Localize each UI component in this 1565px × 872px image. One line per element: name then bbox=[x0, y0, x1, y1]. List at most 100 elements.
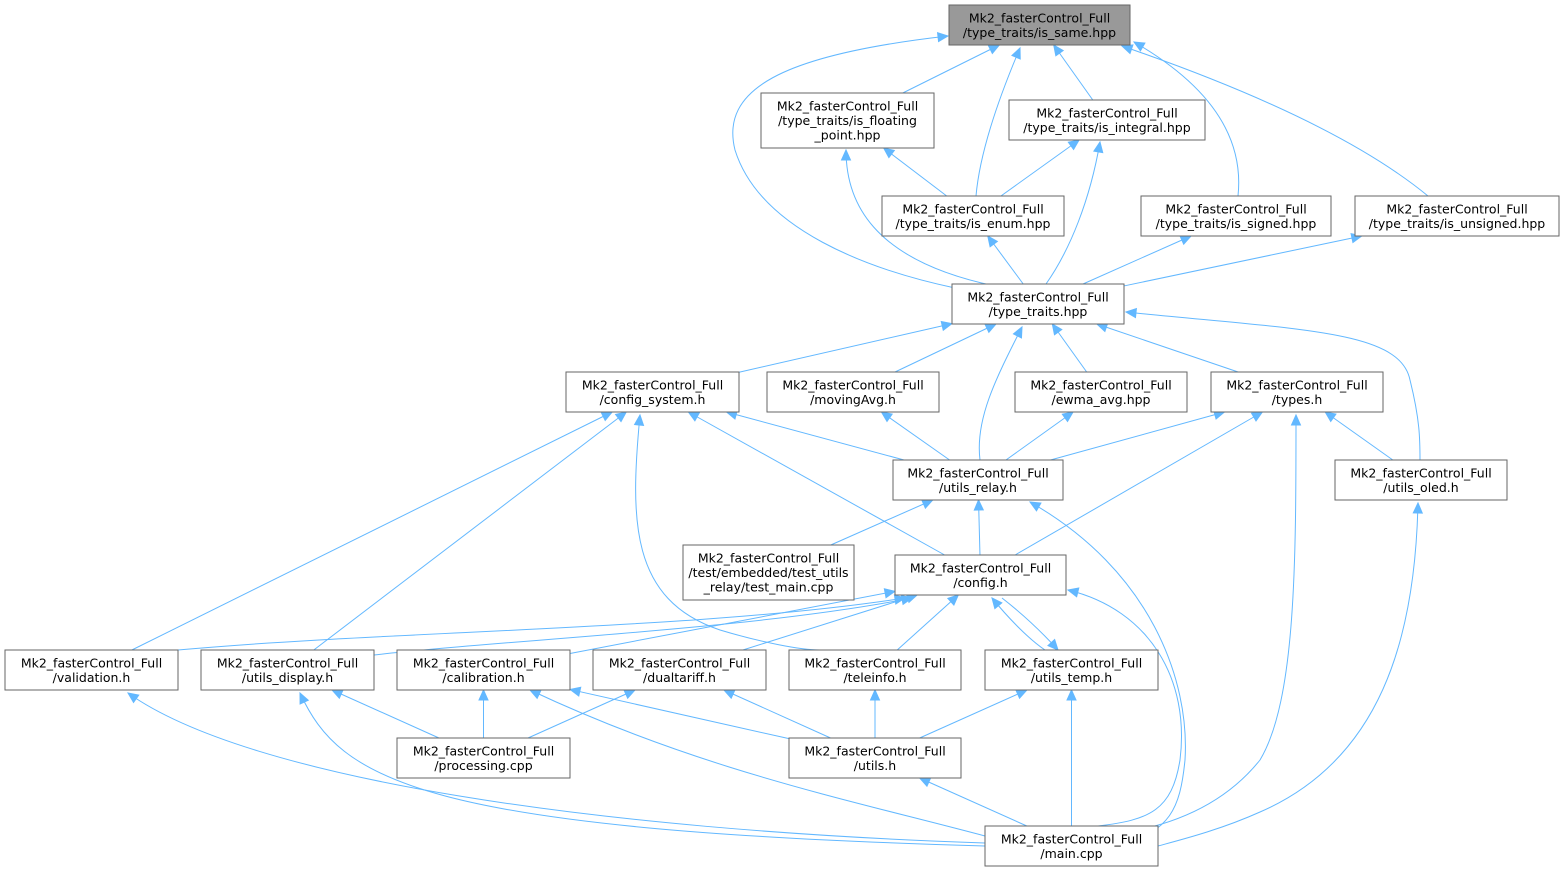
node-box bbox=[984, 825, 1159, 867]
node-utils[interactable]: Mk2_fasterControl_Full/utils.h bbox=[788, 737, 962, 779]
node-label-line: Mk2_fasterControl_Full bbox=[969, 10, 1110, 25]
node-label-line: /type_traits/is_same.hpp bbox=[963, 25, 1116, 40]
node-box bbox=[788, 737, 962, 779]
node-is-integral[interactable]: Mk2_fasterControl_Full/type_traits/is_in… bbox=[1008, 99, 1206, 141]
node-dualtariff[interactable]: Mk2_fasterControl_Full/dualtariff.h bbox=[592, 649, 767, 691]
edges-layer bbox=[127, 31, 1429, 847]
node-types[interactable]: Mk2_fasterControl_Full/types.h bbox=[1210, 371, 1384, 413]
node-label-line: Mk2_fasterControl_Full bbox=[967, 289, 1108, 304]
edge-type_traits-includes-is_enum bbox=[987, 235, 1024, 285]
node-label-line: /utils_relay.h bbox=[939, 480, 1017, 495]
node-label-line: /type_traits/is_signed.hpp bbox=[1156, 216, 1317, 231]
node-is-enum[interactable]: Mk2_fasterControl_Full/type_traits/is_en… bbox=[881, 195, 1065, 237]
node-box bbox=[788, 649, 962, 691]
edge-utils_relay-includes-movingAvg bbox=[880, 411, 950, 461]
node-label-line: Mk2_fasterControl_Full bbox=[1386, 201, 1527, 216]
node-label-line: Mk2_fasterControl_Full bbox=[217, 655, 358, 670]
node-label-line: Mk2_fasterControl_Full bbox=[1226, 377, 1367, 392]
edge-is_enum-includes-is_integral bbox=[1000, 139, 1081, 197]
node-label-line: /type_traits/is_enum.hpp bbox=[896, 216, 1051, 231]
node-config-system[interactable]: Mk2_fasterControl_Full/config_system.h bbox=[565, 371, 740, 413]
edge-utils-includes-utils_temp bbox=[919, 689, 1028, 739]
node-movingAvg[interactable]: Mk2_fasterControl_Full/movingAvg.h bbox=[766, 371, 940, 413]
node-box bbox=[948, 4, 1131, 46]
edge-validation-includes-config_system bbox=[131, 411, 614, 651]
edge-type_traits-includes-is_unsigned bbox=[1123, 232, 1363, 287]
edge-utils_display-includes-config bbox=[373, 594, 914, 656]
node-label-line: _relay/test_main.cpp bbox=[703, 580, 834, 595]
edge-config-includes-utils_temp bbox=[1001, 597, 1059, 651]
node-label-line: /test/embedded/test_utils bbox=[688, 565, 848, 580]
node-label-line: Mk2_fasterControl_Full bbox=[804, 655, 945, 670]
edge-processing-includes-calibration bbox=[478, 688, 489, 738]
nodes-layer: Mk2_fasterControl_Full/type_traits/is_sa… bbox=[4, 4, 1560, 867]
edge-utils_relay-includes-type_traits bbox=[978, 325, 1023, 461]
node-box bbox=[396, 737, 571, 779]
edge-utils_temp-includes-config bbox=[991, 597, 1046, 651]
node-is-floating-point[interactable]: Mk2_fasterControl_Full/type_traits/is_fl… bbox=[760, 92, 935, 149]
node-label-line: /type_traits/is_floating bbox=[778, 113, 917, 128]
edge-main-includes-utils_relay bbox=[1028, 501, 1186, 847]
edge-main-includes-validation bbox=[127, 692, 986, 844]
node-box bbox=[682, 544, 855, 601]
edge-type_traits-includes-is_integral bbox=[1045, 140, 1104, 285]
node-utils-relay[interactable]: Mk2_fasterControl_Full/utils_relay.h bbox=[892, 459, 1064, 501]
edge-teleinfo-includes-config bbox=[896, 594, 960, 651]
node-label-line: /utils_display.h bbox=[242, 670, 333, 685]
node-box bbox=[766, 371, 940, 413]
edge-validation-includes-config bbox=[177, 594, 907, 651]
node-utils-temp[interactable]: Mk2_fasterControl_Full/utils_temp.h bbox=[984, 649, 1159, 691]
node-label-line: /processing.cpp bbox=[434, 758, 532, 773]
edge-is_integral-includes-is_same bbox=[1053, 44, 1094, 101]
edge-utils_oled-includes-type_traits bbox=[1124, 307, 1421, 461]
node-main[interactable]: Mk2_fasterControl_Full/main.cpp bbox=[984, 825, 1159, 867]
node-box bbox=[951, 283, 1125, 325]
edge-processing-includes-dualtariff bbox=[527, 689, 637, 739]
node-label-line: Mk2_fasterControl_Full bbox=[413, 743, 554, 758]
node-box bbox=[1014, 371, 1188, 413]
node-box bbox=[592, 649, 767, 691]
edge-is_enum-includes-is_same bbox=[975, 46, 1021, 197]
node-teleinfo[interactable]: Mk2_fasterControl_Full/teleinfo.h bbox=[788, 649, 962, 691]
node-box bbox=[565, 371, 740, 413]
edge-main-includes-config bbox=[1066, 587, 1182, 827]
edge-ewma_avg-includes-type_traits bbox=[1051, 323, 1088, 373]
node-label-line: /types.h bbox=[1272, 392, 1323, 407]
node-label-line: Mk2_fasterControl_Full bbox=[609, 655, 750, 670]
node-config[interactable]: Mk2_fasterControl_Full/config.h bbox=[894, 554, 1067, 596]
node-box bbox=[1334, 459, 1508, 501]
edge-main-includes-utils_oled bbox=[1157, 501, 1424, 847]
edge-teleinfo-includes-config_system bbox=[633, 413, 821, 651]
node-box bbox=[1008, 99, 1206, 141]
edge-utils-includes-dualtariff bbox=[722, 689, 831, 739]
node-validation[interactable]: Mk2_fasterControl_Full/validation.h bbox=[4, 649, 179, 691]
node-processing[interactable]: Mk2_fasterControl_Full/processing.cpp bbox=[396, 737, 571, 779]
node-label-line: /type_traits/is_integral.hpp bbox=[1023, 120, 1190, 135]
edge-processing-includes-utils_display bbox=[330, 689, 440, 739]
node-calibration[interactable]: Mk2_fasterControl_Full/calibration.h bbox=[396, 649, 571, 691]
edge-utils_relay-includes-types bbox=[1050, 409, 1226, 461]
node-box bbox=[760, 92, 935, 149]
node-label-line: /ewma_avg.hpp bbox=[1052, 392, 1151, 407]
node-ewma-avg[interactable]: Mk2_fasterControl_Full/ewma_avg.hpp bbox=[1014, 371, 1188, 413]
edge-utils-includes-calibration bbox=[568, 686, 790, 740]
node-label-line: Mk2_fasterControl_Full bbox=[804, 743, 945, 758]
node-utils-display[interactable]: Mk2_fasterControl_Full/utils_display.h bbox=[200, 649, 375, 691]
node-box bbox=[1354, 195, 1560, 237]
node-label-line: Mk2_fasterControl_Full bbox=[21, 655, 162, 670]
node-label-line: _point.hpp bbox=[814, 128, 881, 143]
edge-utils_relay-includes-ewma_avg bbox=[1005, 411, 1075, 461]
edge-type_traits-includes-is_signed bbox=[1082, 235, 1193, 285]
node-utils-oled[interactable]: Mk2_fasterControl_Full/utils_oled.h bbox=[1334, 459, 1508, 501]
node-label-line: /utils_oled.h bbox=[1383, 480, 1458, 495]
node-type-traits[interactable]: Mk2_fasterControl_Full/type_traits.hpp bbox=[951, 283, 1125, 325]
node-box bbox=[881, 195, 1065, 237]
node-is-unsigned[interactable]: Mk2_fasterControl_Full/type_traits/is_un… bbox=[1354, 195, 1560, 237]
edge-is_signed-includes-is_same bbox=[1132, 41, 1240, 197]
node-label-line: /movingAvg.h bbox=[810, 392, 896, 407]
node-is-signed[interactable]: Mk2_fasterControl_Full/type_traits/is_si… bbox=[1140, 195, 1332, 237]
node-is-same: Mk2_fasterControl_Full/type_traits/is_sa… bbox=[948, 4, 1131, 46]
edge-is_enum-includes-is_floating_point bbox=[882, 147, 948, 197]
node-test-main[interactable]: Mk2_fasterControl_Full/test/embedded/tes… bbox=[682, 544, 855, 601]
node-box bbox=[4, 649, 179, 691]
